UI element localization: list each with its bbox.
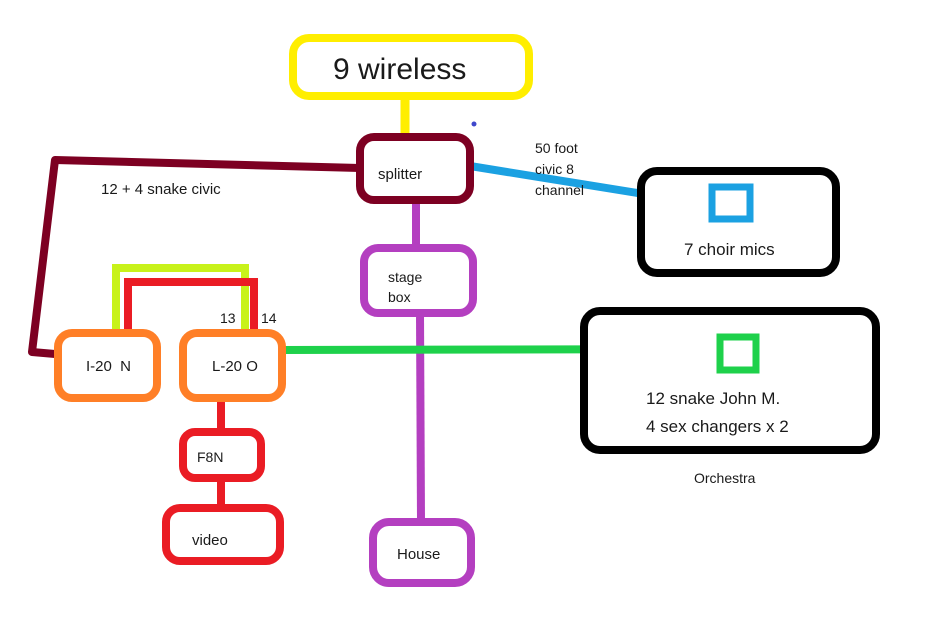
stray-dot [471,121,477,127]
fifty-foot-label-2: civic 8 [535,161,574,177]
wireless-box [289,34,533,100]
channel-13-label: 13 [220,310,236,326]
snake-civic-label: 12 + 4 snake civic [101,181,221,198]
wireless-label: 9 wireless [333,53,466,86]
stage-box-label-2: box [388,289,411,305]
sex-changers-label: 4 sex changers x 2 [646,417,789,436]
choir-mics-label: 7 choir mics [684,240,775,259]
splitter-box [356,133,474,204]
splitter-label: splitter [378,166,422,183]
stage-box-label-1: stage [388,269,422,285]
channel-14-label: 14 [261,310,277,326]
f8n-box [179,428,265,482]
stage-box [360,244,477,317]
orchestra-label: Orchestra [694,470,756,486]
john-m-label: 12 snake John M. [646,389,780,408]
l20o-box [179,329,286,402]
orchestra-box [580,307,880,454]
l20o-label: L-20 O [212,358,258,375]
video-box [162,504,284,565]
lime-link-cable [112,264,249,333]
i20n-label: I-20 N [86,358,131,375]
orchestra-connector [716,333,760,374]
house-label: House [397,546,440,563]
fifty-foot-label-1: 50 foot [535,140,578,156]
video-label: video [192,532,228,549]
f8n-label: F8N [197,449,223,465]
fifty-foot-label-3: channel [535,182,584,198]
stage-house-cable [416,312,425,523]
i20n-box [54,329,161,402]
red-link-cable [124,278,258,333]
house-box [369,518,475,587]
choir-connector [708,183,754,223]
